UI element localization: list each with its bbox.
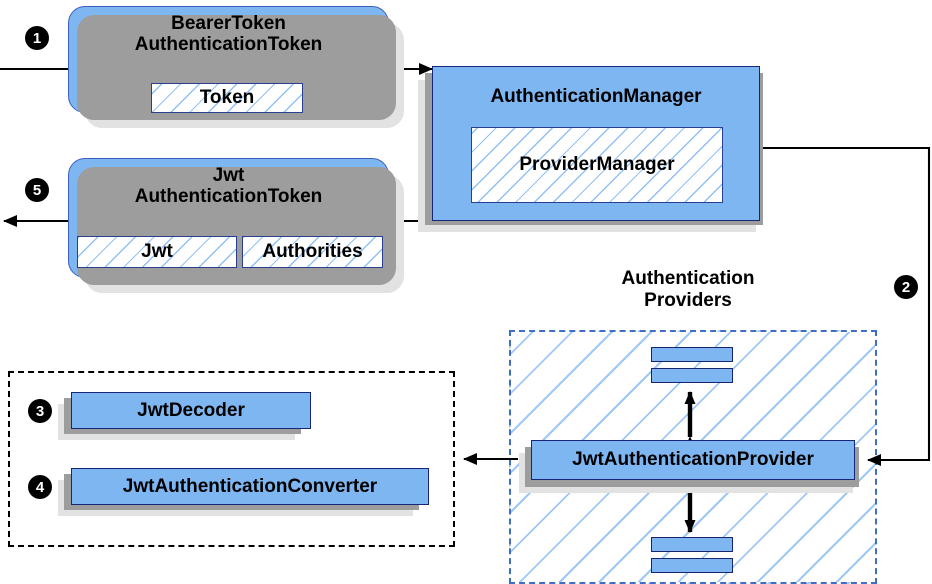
jwt-decoder-label: JwtDecoder	[137, 399, 245, 421]
authentication-manager-title: AuthenticationManager	[490, 86, 702, 107]
jwt-token-field-authorities-label: Authorities	[262, 241, 363, 262]
node-bearer-token-authentication-token[interactable]: BearerToken AuthenticationToken Token	[68, 6, 404, 128]
jwt-token-field-jwt: Jwt	[77, 236, 237, 268]
authentication-manager-field-provider-manager: ProviderManager	[471, 127, 723, 203]
bearer-token-title: BearerToken AuthenticationToken	[134, 13, 323, 55]
badge-step-3: 3	[28, 399, 52, 423]
provider-bar-bottom-1	[651, 537, 733, 552]
jwt-authentication-converter-label: JwtAuthenticationConverter	[122, 475, 378, 497]
node-jwt-authentication-token[interactable]: Jwt AuthenticationToken Jwt Authorities	[68, 158, 404, 293]
node-jwt-authentication-provider[interactable]: JwtAuthenticationProvider	[531, 440, 855, 480]
jwt-token-title: Jwt AuthenticationToken	[134, 165, 323, 207]
badge-step-1: 1	[25, 26, 49, 50]
provider-bar-top-2	[651, 368, 733, 383]
jwt-authentication-provider-label: JwtAuthenticationProvider	[572, 449, 814, 470]
provider-bar-top-1	[651, 347, 733, 362]
authentication-providers-caption: Authentication Providers	[621, 268, 755, 311]
jwt-helpers-container	[8, 371, 455, 547]
line-manager-to-provider	[760, 146, 931, 466]
badge-step-2: 2	[894, 275, 918, 299]
node-jwt-decoder[interactable]: JwtDecoder	[71, 392, 311, 429]
jwt-token-field-jwt-label: Jwt	[141, 241, 173, 262]
badge-step-4: 4	[28, 475, 52, 499]
provider-bar-bottom-2	[651, 558, 733, 573]
node-authentication-manager[interactable]: AuthenticationManager ProviderManager	[432, 66, 760, 221]
node-jwt-authentication-converter[interactable]: JwtAuthenticationConverter	[71, 468, 429, 505]
bearer-token-field-token: Token	[151, 83, 303, 113]
bearer-token-field-label: Token	[199, 87, 255, 108]
provider-manager-label: ProviderManager	[519, 154, 675, 175]
badge-step-5: 5	[25, 178, 49, 202]
jwt-token-field-authorities: Authorities	[242, 236, 383, 268]
